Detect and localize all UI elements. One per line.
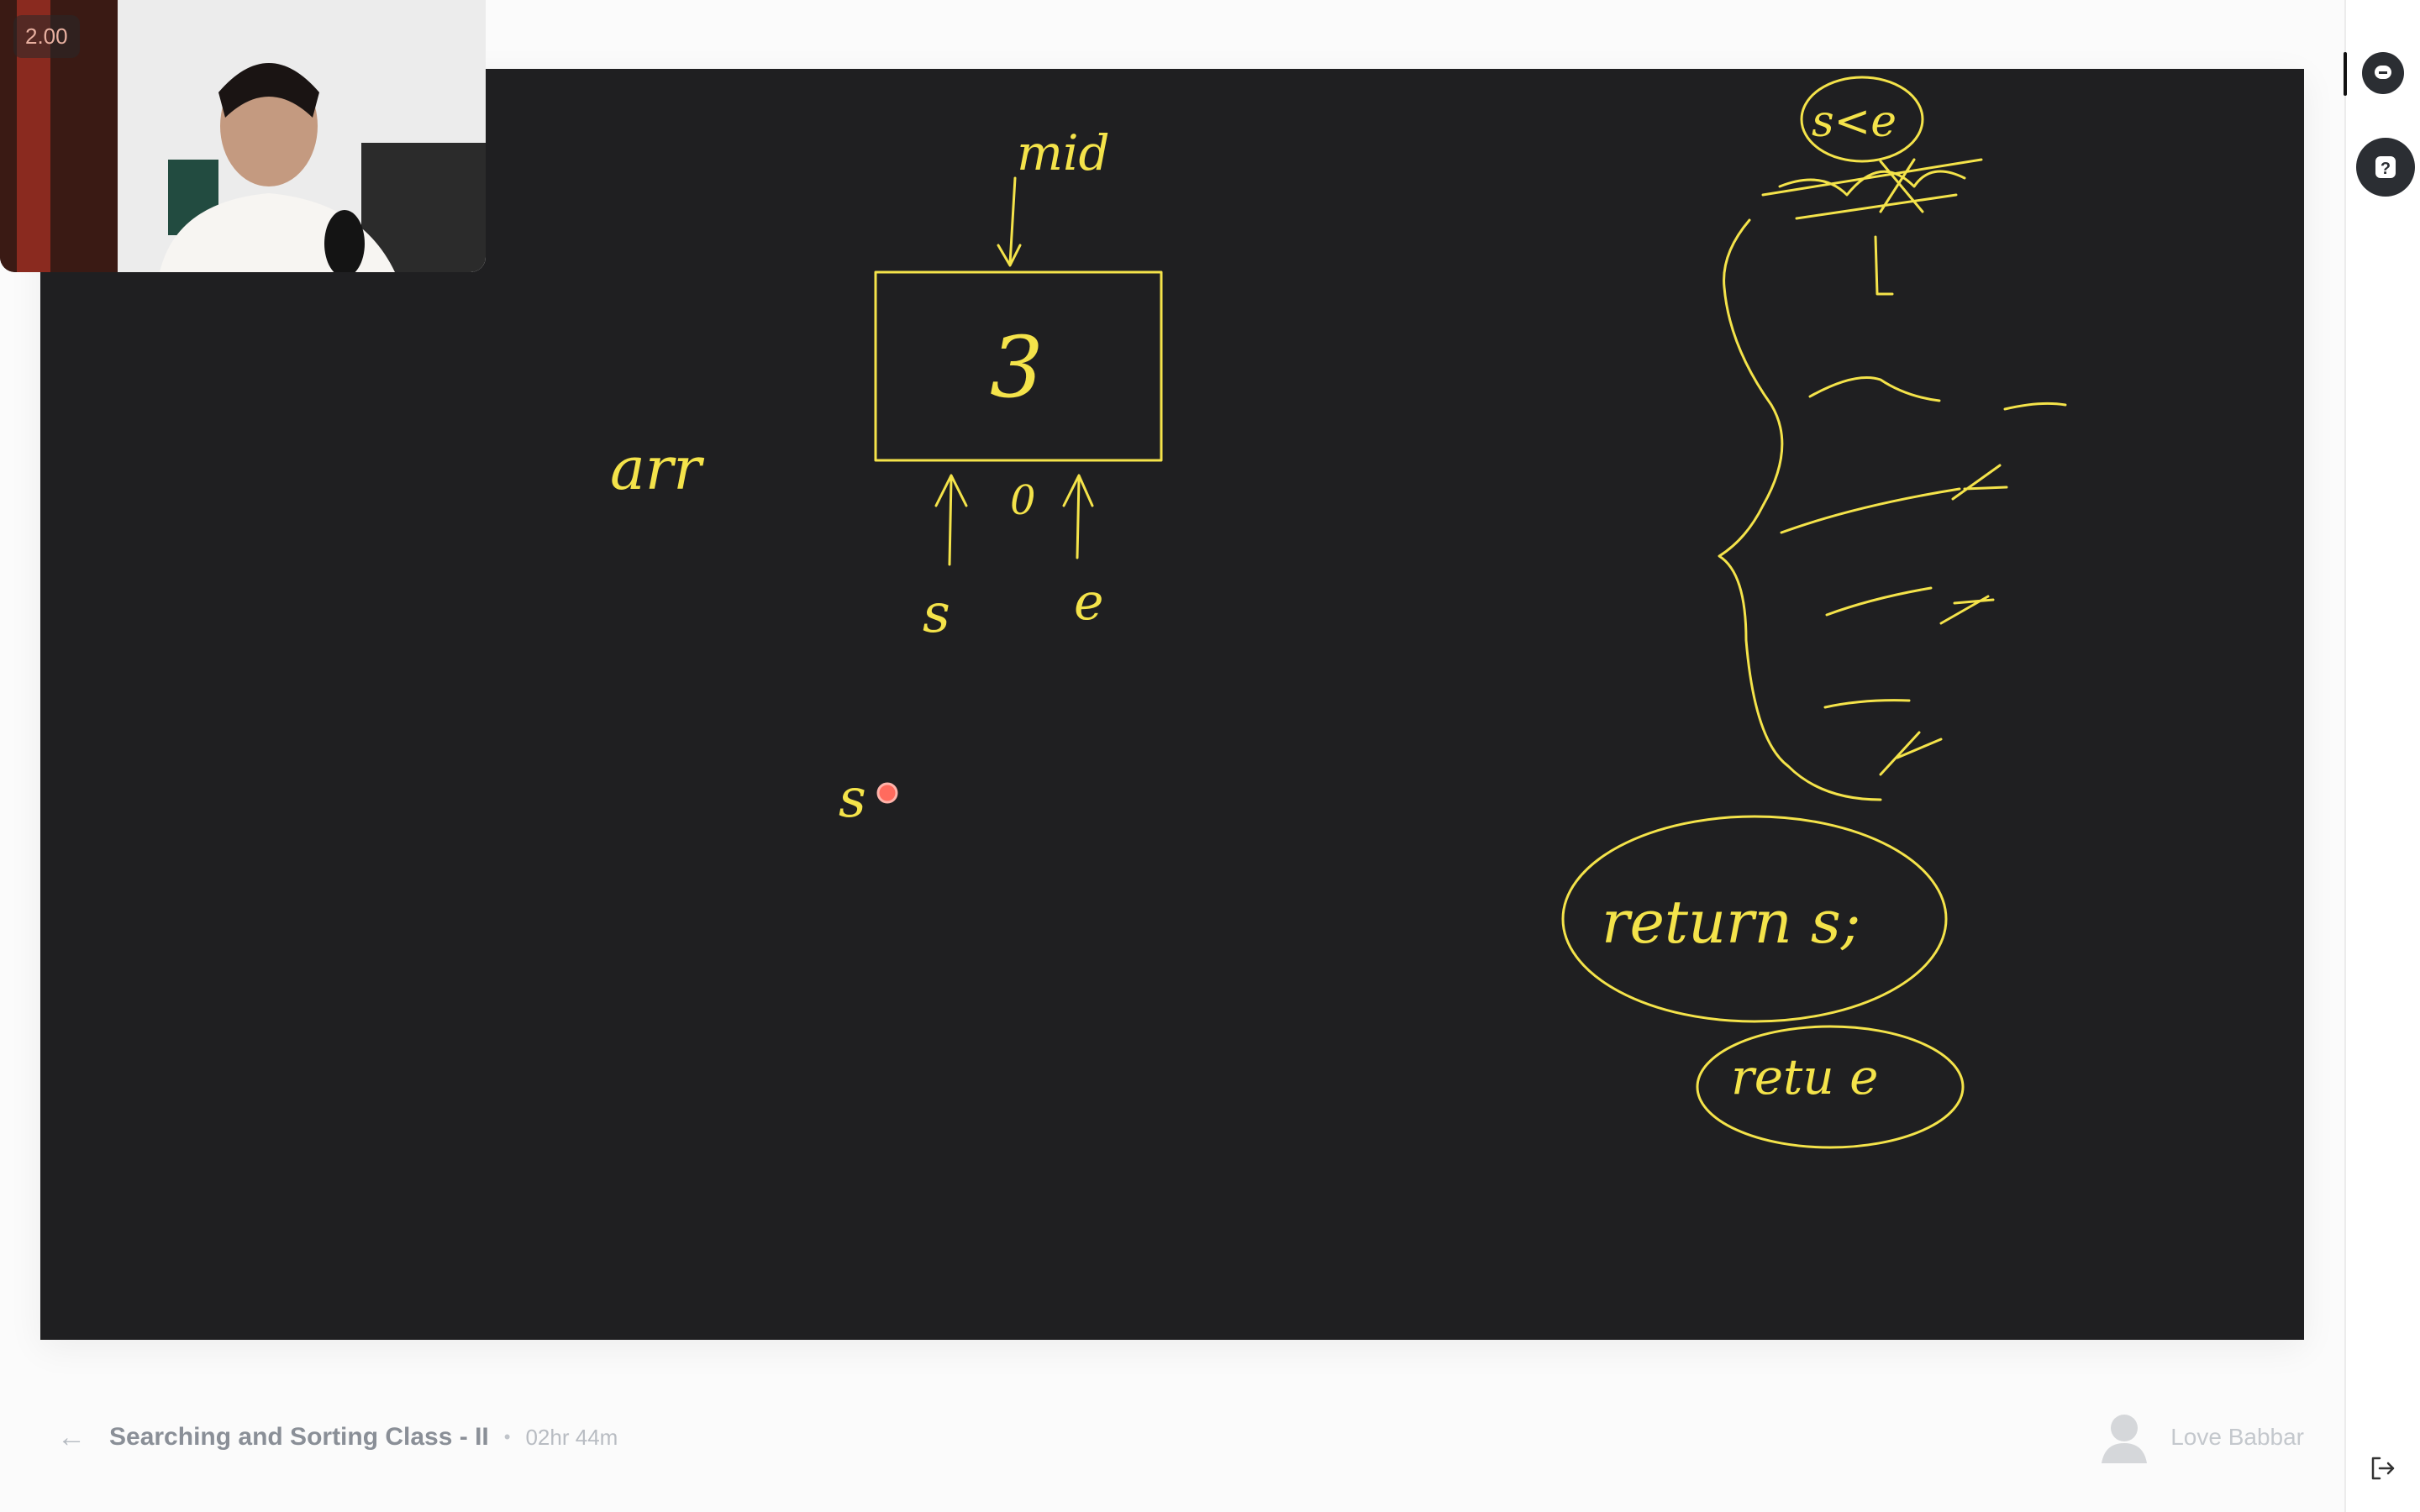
help-button[interactable]: ? xyxy=(2356,138,2415,197)
brace-line-3 xyxy=(1825,586,1933,617)
return-circle-2 xyxy=(1696,1025,1965,1149)
return-s-label: return s; xyxy=(1602,888,1860,957)
back-arrow-icon[interactable]: ← xyxy=(57,1420,86,1453)
instructor-info[interactable]: Love Babbar xyxy=(2095,1408,2304,1467)
whiteboard: mid 3 arr 0 s e s s<e xyxy=(40,69,2304,1340)
condition-label: s<e xyxy=(1812,97,1897,147)
active-indicator xyxy=(2344,52,2347,96)
lesson-title: Searching and Sorting Class - II xyxy=(109,1423,489,1451)
separator-dot: • xyxy=(503,1426,511,1447)
laser-pointer xyxy=(876,782,898,804)
s-arrow xyxy=(934,474,968,566)
return-circle-1 xyxy=(1561,815,1948,1023)
mid-arrow xyxy=(997,176,1022,267)
brace-line-1 xyxy=(1808,376,1941,402)
svg-text:?: ? xyxy=(2381,160,2391,178)
scratched-text xyxy=(1761,158,1983,220)
lesson-duration: 02hr 44m xyxy=(525,1424,618,1450)
instructor-video-frame xyxy=(0,0,486,272)
right-sidebar: ? xyxy=(2344,0,2420,1512)
instructor-video[interactable]: 2.00 xyxy=(0,0,486,272)
brace-tick-2 xyxy=(1951,464,2008,501)
e-arrow xyxy=(1062,474,1094,559)
stroke-tick xyxy=(1874,235,1894,296)
condition-circle xyxy=(1800,76,1924,163)
arr-label: arr xyxy=(610,434,704,503)
instructor-name: Love Babbar xyxy=(2170,1424,2304,1450)
bracket xyxy=(1718,218,1882,801)
mid-label: mid xyxy=(1017,124,1110,181)
e-label: e xyxy=(1074,573,1104,632)
zero-label: 0 xyxy=(1010,477,1036,524)
brace-line-4 xyxy=(1823,699,1911,709)
array-box xyxy=(874,270,1163,462)
playback-speed-badge[interactable]: 2.00 xyxy=(13,15,80,58)
chat-button[interactable] xyxy=(2362,52,2404,94)
brace-tick-1 xyxy=(2003,402,2067,411)
whiteboard-drawing: mid 3 arr 0 s e s s<e xyxy=(610,76,2067,1149)
user-avatar-icon xyxy=(2102,1415,2148,1463)
s-standalone-label: s xyxy=(839,768,866,830)
chat-icon xyxy=(2375,66,2391,79)
lesson-footer: ← Searching and Sorting Class - II • 02h… xyxy=(40,1415,2304,1463)
brace-line-2 xyxy=(1780,487,1961,534)
brace-tick-3 xyxy=(1939,595,1995,625)
box-value: 3 xyxy=(990,318,1044,417)
exit-icon[interactable] xyxy=(2368,1453,2398,1483)
lecture-view: mid 3 arr 0 s e s s<e xyxy=(0,0,2304,1463)
return-e-label: retu e xyxy=(1731,1048,1878,1105)
brace-tick-4 xyxy=(1879,731,1943,776)
s-label: s xyxy=(923,583,950,645)
help-icon: ? xyxy=(2375,156,2396,178)
